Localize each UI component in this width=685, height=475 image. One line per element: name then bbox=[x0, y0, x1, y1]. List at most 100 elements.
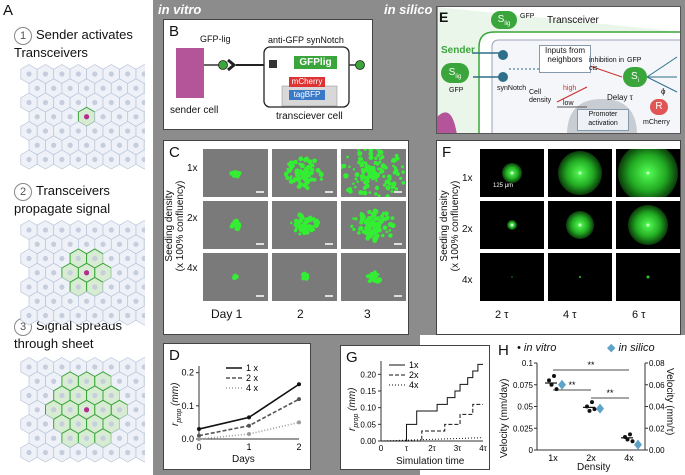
gfp-cell-spot bbox=[302, 221, 306, 224]
cell-nucleus bbox=[116, 407, 123, 413]
cell-nucleus bbox=[125, 449, 131, 456]
h-vitro-point bbox=[590, 400, 594, 405]
gfp-cell-spot bbox=[341, 164, 344, 170]
gfp-cell-spot bbox=[299, 168, 303, 172]
gfp-cell-spot bbox=[368, 155, 374, 161]
e-low-label: low bbox=[563, 100, 574, 107]
cell-nucleus bbox=[34, 298, 40, 304]
cell-nucleus bbox=[92, 227, 98, 233]
hex-sheet-2 bbox=[20, 220, 145, 326]
step-1-number: 1 bbox=[14, 27, 32, 45]
cell-nucleus bbox=[26, 364, 32, 370]
cell-nucleus bbox=[26, 392, 32, 399]
e-cell-density-label: Cell density bbox=[529, 89, 552, 104]
gfp-cell-spot bbox=[289, 166, 294, 171]
gfp-cell-spot bbox=[364, 230, 369, 236]
gfp-cell-spot bbox=[374, 156, 378, 161]
g-series-line bbox=[381, 363, 483, 442]
panel-c-ylabel-1: Seeding density bbox=[164, 190, 175, 262]
gfp-cell-spot bbox=[301, 222, 308, 228]
gfp-cell-spot bbox=[365, 235, 370, 239]
gfp-cell-spot bbox=[374, 192, 378, 196]
h-y-tick-label-left: 0.1 bbox=[522, 359, 534, 368]
cell-nucleus bbox=[125, 364, 131, 370]
cell-nucleus bbox=[59, 284, 65, 290]
cell-nucleus bbox=[42, 364, 49, 370]
panel-g-label: G bbox=[346, 349, 358, 366]
gfp-cell-spot bbox=[287, 162, 291, 166]
gfp-ligand-dot bbox=[218, 60, 228, 70]
gfp-cell-spot bbox=[395, 172, 400, 177]
gfp-cell-spot bbox=[373, 216, 379, 221]
panel-e: Transceiver Sender E Slig GFP Slig GFP I… bbox=[436, 6, 681, 134]
cell-nucleus bbox=[92, 255, 98, 262]
gfp-cell-spot bbox=[377, 277, 381, 281]
cell-nucleus bbox=[75, 421, 81, 427]
cell-nucleus bbox=[34, 114, 40, 120]
s-lig-s: S bbox=[448, 67, 456, 78]
gfp-cell-spot bbox=[313, 218, 320, 224]
gfp-cell-spot bbox=[308, 216, 314, 223]
cell-nucleus bbox=[116, 435, 123, 441]
s-lig-t-s: S bbox=[497, 14, 505, 25]
gfp-cell-spot bbox=[301, 277, 305, 281]
gfp-cell-spot bbox=[364, 226, 368, 231]
cell-nucleus bbox=[59, 449, 65, 456]
gfp-cell-spot bbox=[354, 172, 360, 178]
cell-nucleus bbox=[92, 392, 98, 399]
cell-nucleus bbox=[116, 378, 123, 384]
e-gfp-label-1: GFP bbox=[449, 87, 464, 94]
d-data-point bbox=[197, 437, 201, 441]
cell-nucleus bbox=[125, 284, 131, 290]
cell-nucleus bbox=[59, 312, 65, 319]
step-2-text: Transceivers propagate signal bbox=[14, 183, 111, 216]
cell-nucleus bbox=[51, 298, 57, 304]
gfp-cell-spot bbox=[357, 150, 363, 157]
cell-nucleus bbox=[75, 99, 81, 106]
h-vitro-point bbox=[587, 408, 592, 413]
cell-nucleus bbox=[141, 312, 145, 319]
cell-nucleus bbox=[34, 142, 40, 148]
panel-h-chart: 00.0250.050.0750.10.000.020.040.060.081x… bbox=[513, 359, 665, 463]
sender-spot bbox=[510, 171, 514, 175]
cell-nucleus bbox=[75, 364, 81, 370]
simulation-tile bbox=[616, 201, 680, 249]
gfp-cell-spot bbox=[309, 170, 314, 176]
cell-nucleus bbox=[141, 421, 145, 427]
hex-cell bbox=[135, 305, 145, 326]
cell-nucleus bbox=[108, 227, 114, 233]
cell-nucleus bbox=[141, 364, 145, 370]
gfp-cell-spot bbox=[305, 165, 310, 171]
cell-nucleus bbox=[42, 128, 49, 134]
simulation-tile bbox=[548, 253, 612, 301]
g-y-tick-label: 0.15 bbox=[360, 387, 376, 396]
cell-nucleus bbox=[67, 270, 73, 276]
g-x-tick-label: 2τ bbox=[428, 444, 436, 453]
signal-disk bbox=[646, 275, 650, 279]
e-synnotch-label: synNotch bbox=[497, 85, 527, 92]
cell-nucleus bbox=[34, 378, 40, 384]
h-y-tick-label-left: 0.05 bbox=[517, 403, 533, 412]
gfp-cell-spot bbox=[293, 218, 299, 224]
gfp-cell-spot bbox=[352, 227, 356, 232]
gfp-cell-spot bbox=[382, 174, 386, 179]
cell-nucleus bbox=[116, 270, 123, 276]
mcherry-box: mCherry bbox=[289, 77, 325, 87]
cell-nucleus bbox=[26, 255, 32, 262]
panel-c-ylabel: Seeding density (x 100% confluency) bbox=[164, 136, 186, 316]
cell-nucleus bbox=[92, 156, 98, 163]
cell-nucleus bbox=[133, 114, 139, 120]
s-lig-t-sub: lig bbox=[504, 21, 511, 27]
cell-nucleus bbox=[116, 241, 123, 247]
gfp-cell-spot bbox=[307, 173, 311, 178]
gfp-cell-spot bbox=[358, 225, 364, 231]
d-series-line bbox=[198, 421, 300, 440]
panel-c-image-grid bbox=[203, 149, 408, 304]
gfp-cell-spot bbox=[295, 224, 299, 228]
gfp-cell-spot bbox=[385, 194, 390, 197]
h-x-tick-label: 4x bbox=[624, 453, 634, 463]
h-y-tick-label-left: 0.075 bbox=[513, 381, 534, 390]
cell-nucleus bbox=[92, 128, 98, 134]
